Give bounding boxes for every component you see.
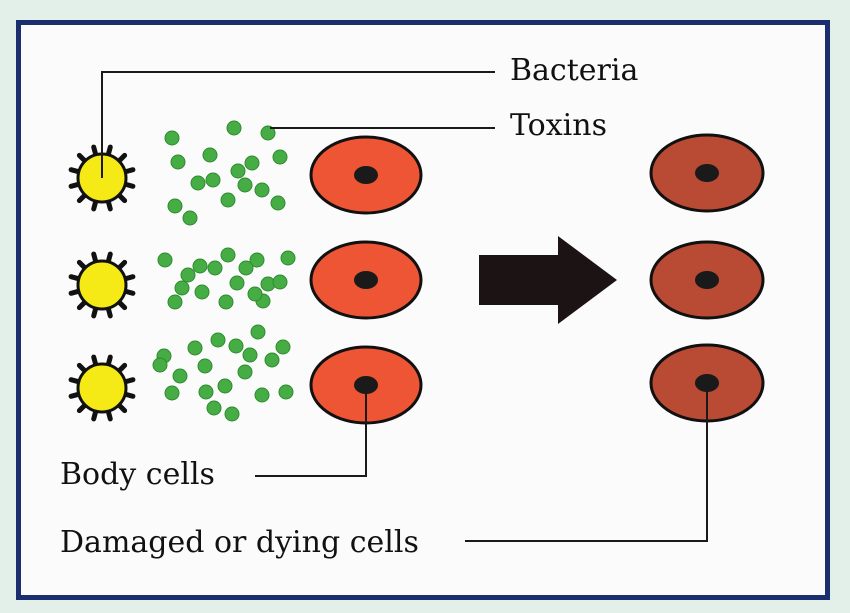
toxin-dot — [250, 324, 266, 340]
toxin-dot — [167, 294, 183, 310]
toxin-dot — [254, 182, 270, 198]
toxin-dot — [254, 387, 270, 403]
toxin-dot — [226, 120, 242, 136]
toxin-dot — [205, 172, 221, 188]
toxin-dot — [210, 332, 226, 348]
toxin-dot — [218, 294, 234, 310]
toxin-dot — [229, 275, 245, 291]
toxin-dot — [237, 364, 253, 380]
body-cell-nucleus — [354, 166, 378, 184]
toxin-dot — [224, 406, 240, 422]
toxin-dot — [264, 352, 280, 368]
toxin-dot — [187, 340, 203, 356]
bacteria-group — [68, 144, 136, 422]
damaged-cell — [649, 240, 765, 320]
toxin-dot — [272, 274, 288, 290]
toxin-dot — [230, 163, 246, 179]
toxin-dot — [182, 210, 198, 226]
bacterium-icon — [68, 354, 136, 422]
body-cells-label: Body cells — [60, 457, 215, 492]
toxin-dot — [164, 385, 180, 401]
bacterium-body — [76, 259, 128, 311]
leader-lines — [101, 71, 708, 542]
damaged-cell-nucleus — [695, 164, 719, 182]
toxin-dot — [180, 267, 196, 283]
toxin-dot — [170, 154, 186, 170]
toxin-dot — [194, 284, 210, 300]
toxin-dot — [172, 368, 188, 384]
toxin-dot — [275, 339, 291, 355]
toxin-dot — [157, 252, 173, 268]
toxin-dot — [192, 258, 208, 274]
damaged-cell — [649, 133, 765, 213]
toxin-dot — [228, 338, 244, 354]
toxin-dot — [238, 260, 254, 276]
toxin-dot — [220, 247, 236, 263]
toxin-dot — [247, 286, 263, 302]
toxin-dot — [242, 347, 258, 363]
toxin-dot — [280, 250, 296, 266]
toxin-dot — [249, 252, 265, 268]
toxin-dot — [198, 384, 214, 400]
toxin-dot — [270, 195, 286, 211]
toxin-dot — [202, 147, 218, 163]
toxin-dot — [197, 358, 213, 374]
body-cells-group — [309, 135, 423, 425]
toxin-dot — [260, 125, 276, 141]
bacteria-label: Bacteria — [510, 53, 638, 88]
body-cell — [309, 240, 423, 320]
bacteria-leader-line — [101, 71, 495, 178]
toxin-dot — [272, 149, 288, 165]
damaged-cells-group — [649, 133, 765, 423]
toxins-label: Toxins — [510, 108, 607, 143]
toxin-dot — [220, 192, 236, 208]
toxins-group — [152, 120, 296, 422]
damaged-cells-leader-line — [465, 383, 708, 542]
toxin-dot — [207, 260, 223, 276]
toxin-dot — [164, 130, 180, 146]
body-cell-nucleus — [354, 271, 378, 289]
bacterium-body — [76, 362, 128, 414]
toxin-dot — [167, 198, 183, 214]
body-cell — [309, 135, 423, 215]
damaged-cell-nucleus — [695, 271, 719, 289]
toxin-dot — [206, 400, 222, 416]
toxin-dot — [237, 177, 253, 193]
toxin-dot — [217, 378, 233, 394]
arrow-icon — [479, 236, 617, 324]
bacterium-icon — [68, 251, 136, 319]
toxin-dot — [174, 280, 190, 296]
body-cells-leader-line — [255, 385, 367, 477]
toxin-dot — [278, 384, 294, 400]
toxin-dot — [152, 357, 168, 373]
damaged-cells-label: Damaged or dying cells — [60, 525, 419, 560]
toxin-dot — [244, 155, 260, 171]
toxin-dot — [190, 175, 206, 191]
